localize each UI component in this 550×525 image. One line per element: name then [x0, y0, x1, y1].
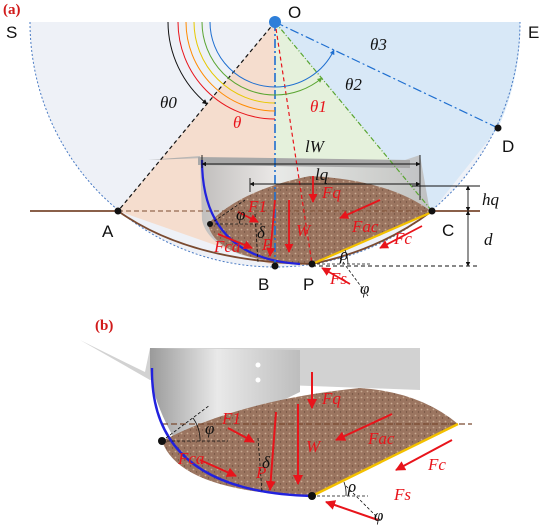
point-B — [271, 262, 279, 270]
label-Fc-b: Fc — [427, 455, 446, 474]
excavation-trajectory — [117, 210, 433, 265]
label-theta: θ — [233, 113, 241, 132]
label-delta-a: δ — [257, 223, 266, 242]
force-Fca-b — [199, 459, 237, 477]
label-rho-a: ρ — [339, 245, 348, 264]
helpers-b — [161, 404, 381, 521]
point-O — [269, 16, 281, 28]
label-D: D — [502, 137, 514, 156]
blade-edge-b — [150, 367, 313, 498]
angle-arcs — [167, 21, 335, 120]
label-theta0: θ0 — [160, 93, 177, 112]
label-Fq-a: Fq — [321, 183, 341, 202]
label-F1-a: F1 — [247, 197, 267, 216]
label-O: O — [288, 3, 301, 22]
arc-rho-b — [343, 481, 347, 497]
point-tip — [207, 221, 213, 227]
label-W-a: W — [296, 221, 312, 240]
label-A: A — [102, 222, 114, 241]
line-O-C — [274, 21, 433, 212]
force-F1-arrow — [237, 211, 259, 223]
blade-edge — [200, 159, 301, 266]
label-phi2-b: φ — [374, 506, 383, 525]
point-tip-b — [158, 437, 166, 445]
force-P-b — [265, 411, 277, 491]
point-P-b — [308, 492, 316, 500]
label-Fac-a: Fac — [351, 217, 379, 236]
panel-a: (a) S O E A B P C D θ0 θ θ1 θ2 θ3 lW lq … — [3, 2, 539, 298]
label-F1-b: F1 — [221, 409, 241, 428]
force-arrows-b — [199, 372, 453, 521]
label-B: B — [258, 275, 269, 294]
label-Fca-b: Fca — [177, 449, 204, 468]
label-phi2-a: φ — [360, 279, 369, 298]
label-Fc-a: Fc — [393, 229, 412, 248]
label-Fs-a: Fs — [329, 269, 347, 288]
line-O-D — [274, 21, 499, 129]
force-Fc-b — [395, 439, 453, 471]
label-S: S — [6, 23, 17, 42]
rho-phi-helpers — [312, 249, 372, 297]
label-Fac-b: Fac — [367, 429, 395, 448]
force-Fac-b — [335, 413, 393, 441]
bucket-b-hole-1 — [255, 362, 261, 368]
force-arrows — [217, 176, 423, 285]
label-lW: lW — [305, 137, 326, 156]
label-phi-a: φ — [236, 205, 245, 224]
label-C: C — [442, 221, 454, 240]
force-P-arrow — [266, 199, 276, 257]
label-d: d — [484, 230, 493, 249]
panel-b-tag: (b) — [95, 318, 113, 334]
force-Fc-arrow — [379, 225, 423, 249]
label-delta-b: δ — [262, 453, 271, 472]
shear-line-b — [311, 422, 459, 498]
label-P-b: P — [255, 463, 266, 482]
label-Fq-b: Fq — [321, 389, 341, 408]
soil-mass — [208, 176, 432, 264]
label-W-b: W — [306, 437, 322, 456]
force-F1-b — [227, 427, 255, 443]
label-Fca-a: Fca — [213, 237, 240, 256]
force-Fca-arrow — [217, 233, 253, 250]
label-lq: lq — [315, 165, 329, 184]
label-P: P — [303, 275, 314, 294]
label-hq: hq — [482, 190, 500, 209]
point-D — [494, 124, 502, 132]
label-Fs-b: Fs — [393, 485, 411, 504]
line-O-P — [274, 21, 313, 265]
point-P — [308, 260, 316, 268]
label-E: E — [528, 23, 539, 42]
phi-delta-helpers — [209, 199, 262, 263]
bucket-b-body — [150, 348, 300, 455]
bucket-b-hole-2 — [255, 377, 261, 383]
force-Fs-b — [325, 500, 379, 521]
label-theta2: θ2 — [345, 75, 362, 94]
panel-a-tag: (a) — [3, 2, 21, 18]
arc-phi-b — [192, 417, 201, 442]
label-theta1: θ1 — [310, 97, 327, 116]
dimensions — [201, 155, 480, 267]
force-Fac-arrow — [339, 199, 381, 219]
label-rho-b: ρ — [347, 477, 356, 496]
panel-b: (b) Fq F1 W P Fac Fca Fc Fs φ δ ρ φ — [80, 318, 472, 525]
points — [114, 16, 502, 270]
line-O-A — [117, 21, 276, 212]
point-C — [428, 207, 436, 215]
label-P-a: P — [261, 235, 272, 254]
label-theta3: θ3 — [370, 35, 387, 54]
shear-line — [311, 210, 433, 266]
point-A — [114, 207, 122, 215]
label-phi-b: φ — [205, 419, 214, 438]
sector-theta3 — [275, 22, 521, 211]
force-Fs-arrow — [321, 267, 351, 285]
